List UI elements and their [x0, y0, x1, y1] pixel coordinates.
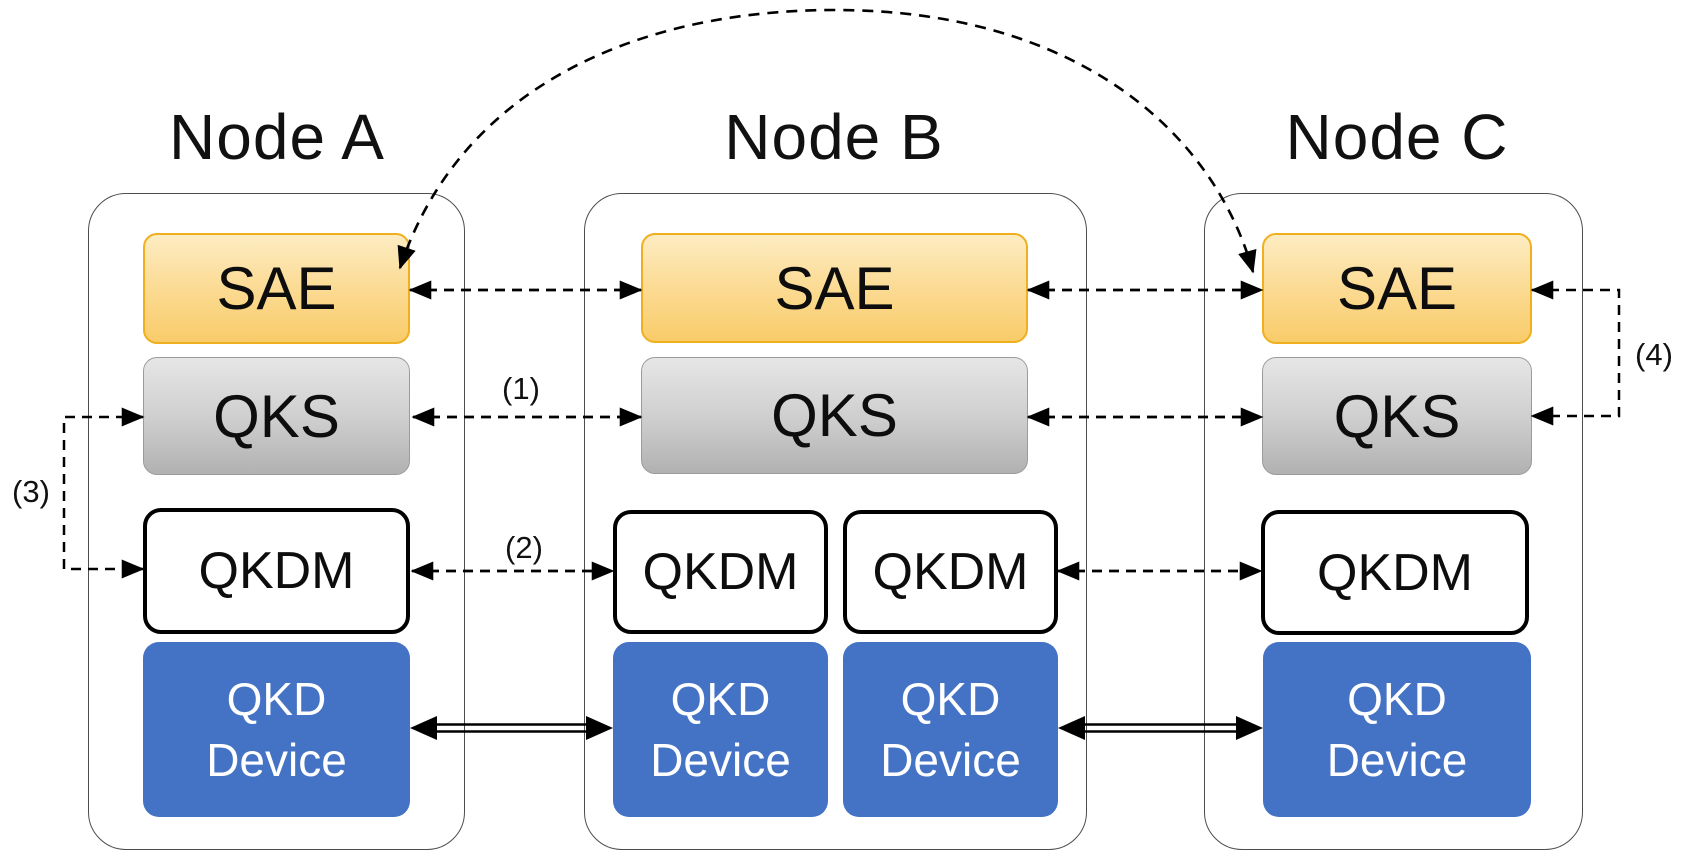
node-a-qkd-device-label-line2: Device [206, 733, 347, 786]
label-2: (2) [505, 530, 543, 565]
node-a-sae-box: SAE [143, 233, 410, 344]
node-a-title: Node A [169, 101, 385, 173]
node-b-title: Node B [724, 101, 944, 173]
node-b-qks-label: QKS [771, 382, 898, 449]
node-b-qkdm-left-label: QKDM [642, 543, 799, 601]
node-a-qkd-device-box: QKD Device [143, 642, 410, 817]
node-c-qks-box: QKS [1262, 357, 1532, 475]
node-b-qkd-device-left-label-line1: QKD [670, 672, 771, 725]
node-c-qkd-device-label-line2: Device [1326, 733, 1468, 786]
node-b-sae-box: SAE [641, 233, 1028, 343]
node-c-qkdm-label: QKDM [1317, 543, 1473, 602]
node-b-qkd-device-left-label-line2: Device [650, 733, 791, 786]
node-b-qkd-device-right-label-line1: QKD [900, 672, 1001, 725]
node-b-sae-label: SAE [774, 254, 895, 322]
node-b-qkdm-right-box: QKDM [843, 510, 1058, 634]
label-4: (4) [1635, 337, 1673, 372]
node-c-qks-label: QKS [1333, 382, 1461, 450]
node-b-qkdm-left-box: QKDM [613, 510, 828, 634]
node-b-qkdm-right-label: QKDM [872, 543, 1029, 601]
node-a-qkdm-box: QKDM [143, 508, 410, 634]
node-a-qkdm-label: QKDM [198, 542, 355, 600]
node-a-qks-box: QKS [143, 357, 410, 475]
node-c-qkdm-box: QKDM [1261, 510, 1529, 635]
node-b-qkd-device-right-label-line2: Device [880, 733, 1021, 786]
node-a-sae-label: SAE [216, 255, 337, 322]
label-1: (1) [502, 371, 540, 406]
node-a-qkd-device-label-line1: QKD [226, 672, 327, 725]
label-3: (3) [12, 474, 50, 509]
node-b-qks-box: QKS [641, 357, 1028, 474]
node-c-title: Node C [1285, 101, 1509, 173]
node-a-qks-label: QKS [213, 382, 340, 450]
node-c-qkd-device-box: QKD Device [1263, 642, 1531, 817]
node-b-qkd-device-left-box: QKD Device [613, 642, 828, 817]
node-c-sae-box: SAE [1262, 233, 1532, 344]
node-c-qkd-device-label-line1: QKD [1347, 672, 1447, 725]
node-c-sae-label: SAE [1336, 255, 1458, 322]
node-b-qkd-device-right-box: QKD Device [843, 642, 1058, 817]
